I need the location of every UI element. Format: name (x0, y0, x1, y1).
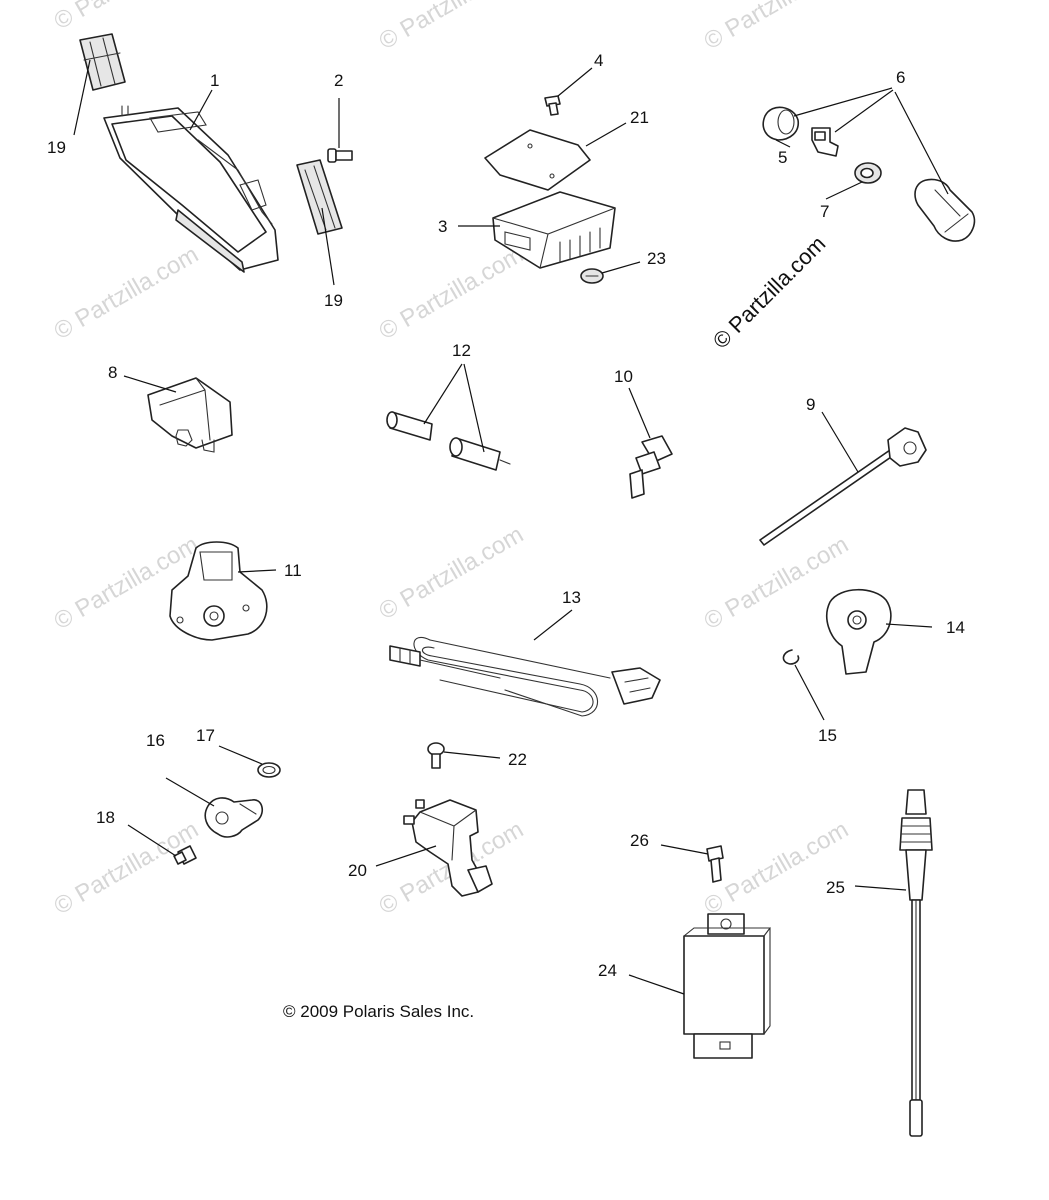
part-19-bracket-right[interactable] (296, 159, 343, 235)
part-9-speed-sensor[interactable] (759, 427, 927, 546)
part-8-sensor[interactable] (147, 377, 233, 453)
part-5-key-cap[interactable] (762, 106, 800, 141)
callout-18: 18 (96, 808, 115, 827)
watermark: © Partzilla.com (700, 816, 854, 920)
callout-15: 15 (818, 726, 837, 745)
part-7-washer[interactable] (854, 162, 882, 184)
callout-19: 19 (47, 138, 66, 157)
part-12-pins[interactable] (386, 411, 511, 471)
part-13-harness[interactable] (389, 637, 661, 717)
part-21-cover-plate[interactable] (484, 129, 591, 191)
part-3-module[interactable] (492, 191, 616, 269)
part-2-bolt[interactable] (327, 148, 353, 163)
callout-7: 7 (820, 202, 829, 221)
callout-5: 5 (778, 148, 787, 167)
part-17-oring[interactable] (257, 762, 281, 778)
callout-8: 8 (108, 363, 117, 382)
callout-26: 26 (630, 831, 649, 850)
callout-11: 11 (284, 561, 302, 580)
callout-6: 6 (896, 68, 905, 87)
callout-17: 17 (196, 726, 215, 745)
callout-21: 21 (630, 108, 649, 127)
callout-10: 10 (614, 367, 633, 386)
copyright-text: © 2009 Polaris Sales Inc. (283, 1002, 474, 1021)
callout-labels: 19 1 2 19 4 21 3 23 6 5 7 8 12 10 9 11 1… (47, 51, 965, 980)
part-4-screw[interactable] (544, 95, 561, 116)
part-23-grommet[interactable] (580, 268, 604, 284)
callout-14: 14 (946, 618, 965, 637)
callout-2: 2 (334, 71, 343, 90)
callout-3: 3 (438, 217, 447, 236)
part-18-bolt[interactable] (173, 845, 197, 865)
watermark: © Partzilla.com (375, 241, 529, 345)
callout-9: 9 (806, 395, 815, 414)
watermark: © Partzilla.com (700, 0, 854, 55)
callout-13: 13 (562, 588, 581, 607)
part-10-temp-sensor[interactable] (629, 435, 673, 499)
part-19-bracket-left[interactable] (79, 33, 126, 91)
callout-23: 23 (647, 249, 666, 268)
callout-25: 25 (826, 878, 845, 897)
callout-12: 12 (452, 341, 471, 360)
watermark: © Partzilla.com (50, 816, 204, 920)
callout-19: 19 (324, 291, 343, 310)
brand-watermark: © Partzilla.com (708, 231, 831, 354)
callout-4: 4 (594, 51, 603, 70)
part-24-relay-module[interactable] (683, 913, 772, 1059)
part-14-knock-sensor[interactable] (826, 589, 892, 675)
leader-lines (73, 59, 949, 995)
part-25-o2-sensor[interactable] (899, 789, 933, 1137)
part-11-tps[interactable] (169, 541, 268, 641)
callout-1: 1 (210, 71, 219, 90)
part-16-elbow-sensor[interactable] (204, 797, 264, 838)
part-20-valve[interactable] (403, 799, 493, 897)
callout-20: 20 (348, 861, 367, 880)
watermark: © Partzilla.com (375, 0, 529, 55)
callout-24: 24 (598, 961, 617, 980)
part-1-ecu[interactable] (103, 105, 279, 273)
watermark: © Partzilla.com (50, 241, 204, 345)
watermark: © Partzilla.com (50, 0, 204, 35)
part-6-ignition-switch[interactable] (914, 178, 976, 242)
callout-16: 16 (146, 731, 165, 750)
part-22-screw[interactable] (427, 742, 445, 769)
part-6-key[interactable] (811, 127, 839, 157)
part-26-bolt[interactable] (706, 845, 724, 883)
watermark: © Partzilla.com (375, 521, 529, 625)
callout-22: 22 (508, 750, 527, 769)
part-15-clip[interactable] (782, 649, 800, 665)
